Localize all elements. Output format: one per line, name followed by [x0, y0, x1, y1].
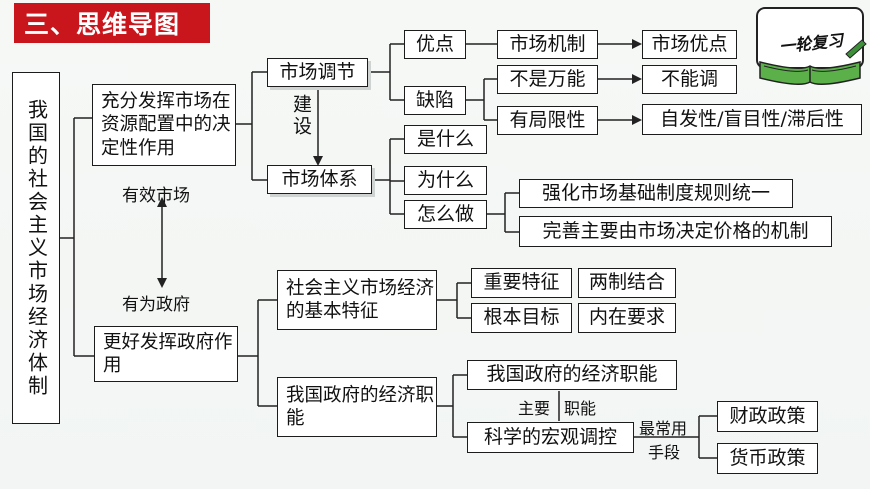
- cannot-adjust-label: 不能调: [660, 67, 718, 90]
- function-label: 职能: [564, 399, 597, 418]
- inner-requirement-label: 内在要求: [588, 306, 665, 329]
- fiscal-policy-node: 财政政策: [717, 401, 818, 432]
- monetary-policy-label: 货币政策: [729, 446, 806, 469]
- line-market: [236, 71, 267, 181]
- arrow-effective-up: [157, 197, 167, 207]
- advantage-label: 优点: [415, 32, 454, 55]
- arrow-jianshe: [313, 156, 323, 166]
- why-node: 为什么: [404, 166, 487, 195]
- fundamental-goal-label: 根本目标: [483, 306, 560, 329]
- root-label: 我国的社会主义市场经济体制: [24, 98, 49, 398]
- how-node: 怎么做: [404, 200, 487, 229]
- fiscal-policy-label: 财政政策: [729, 404, 806, 427]
- gov-functions-label: 我国政府的经济职能: [486, 363, 658, 386]
- section-title-text: 三、思维导图: [24, 10, 181, 39]
- market-mechanism-label: 市场机制: [509, 32, 586, 55]
- why-label: 为什么: [416, 168, 474, 191]
- macro-control-node: 科学的宏观调控: [467, 422, 634, 453]
- market-system-node: 市场体系: [267, 165, 372, 194]
- market-regulation-label: 市场调节: [279, 60, 356, 83]
- how-step-2-node: 完善主要由市场决定价格的机制: [519, 216, 832, 247]
- common-label: 最常用: [639, 419, 688, 438]
- economic-functions-node: 我国政府的经济职能: [277, 377, 437, 437]
- arrow-mechanism: [632, 39, 642, 49]
- not-omnipotent-label: 不是万能: [509, 67, 586, 90]
- section-title: 三、思维导图: [14, 3, 210, 43]
- limited-node: 有局限性: [497, 106, 598, 135]
- market-mechanism-node: 市场机制: [497, 30, 598, 59]
- how-step-1-label: 强化市场基础制度规则统一: [541, 181, 770, 204]
- arrow-spontaneous: [632, 115, 642, 125]
- important-feature-label: 重要特征: [483, 271, 560, 294]
- defect-label: 缺陷: [415, 88, 454, 111]
- arrow-cannot: [632, 74, 642, 84]
- line-root: [60, 117, 94, 357]
- what-node: 是什么: [404, 125, 487, 154]
- monetary-policy-node: 货币政策: [717, 443, 818, 474]
- how-step-1-node: 强化市场基础制度规则统一: [519, 179, 793, 208]
- main-label: 主要: [518, 399, 551, 418]
- line-defect: [466, 78, 497, 121]
- market-system-label: 市场体系: [281, 167, 358, 190]
- what-label: 是什么: [416, 127, 474, 150]
- root-node: 我国的社会主义市场经济体制: [12, 72, 60, 424]
- line-regulation: [368, 43, 404, 101]
- cannot-adjust-node: 不能调: [642, 65, 737, 94]
- how-step-2-label: 完善主要由市场决定价格的机制: [542, 219, 809, 242]
- book-icon: [756, 7, 867, 85]
- line-how: [487, 192, 519, 233]
- market-node: 充分发挥市场在资源配置中的决定性作用: [92, 84, 236, 166]
- market-label: 充分发挥市场在资源配置中的决定性作用: [101, 91, 231, 159]
- not-omnipotent-node: 不是万能: [497, 65, 598, 94]
- capable-government-label: 有为政府: [122, 295, 190, 315]
- economic-functions-label: 我国政府的经济职能: [286, 384, 435, 429]
- defect-node: 缺陷: [404, 86, 466, 115]
- important-feature-node: 重要特征: [471, 268, 572, 298]
- means-label: 手段: [648, 443, 681, 462]
- spontaneous-label: 自发性/盲目性/滞后性: [660, 107, 844, 130]
- line-features: [437, 282, 471, 319]
- effective-market-label: 有效市场: [122, 186, 190, 206]
- limited-label: 有局限性: [509, 108, 586, 131]
- two-systems-node: 两制结合: [578, 268, 676, 298]
- government-node: 更好发挥政府作用: [94, 326, 238, 382]
- two-systems-label: 两制结合: [588, 271, 665, 294]
- line-system: [372, 138, 404, 215]
- market-advantage-node: 市场优点: [642, 30, 737, 59]
- market-regulation-node: 市场调节: [267, 58, 368, 87]
- gov-functions-node: 我国政府的经济职能: [467, 360, 677, 390]
- fundamental-goal-node: 根本目标: [471, 303, 572, 333]
- basic-features-label: 社会主义市场经济的基本特征: [286, 277, 435, 322]
- line-gov: [238, 299, 277, 407]
- macro-control-label: 科学的宏观调控: [483, 425, 617, 448]
- government-label: 更好发挥政府作用: [103, 331, 233, 376]
- spontaneous-node: 自发性/盲目性/滞后性: [642, 104, 862, 135]
- line-functions: [437, 374, 467, 438]
- market-advantage-label: 市场优点: [651, 32, 728, 55]
- arrow-effective-down: [157, 278, 167, 288]
- inner-requirement-node: 内在要求: [578, 303, 676, 333]
- basic-features-node: 社会主义市场经济的基本特征: [277, 270, 437, 330]
- how-label: 怎么做: [416, 202, 474, 225]
- jianshe-label: 建设: [290, 94, 312, 138]
- line-macro: [634, 415, 717, 459]
- advantage-node: 优点: [404, 30, 466, 59]
